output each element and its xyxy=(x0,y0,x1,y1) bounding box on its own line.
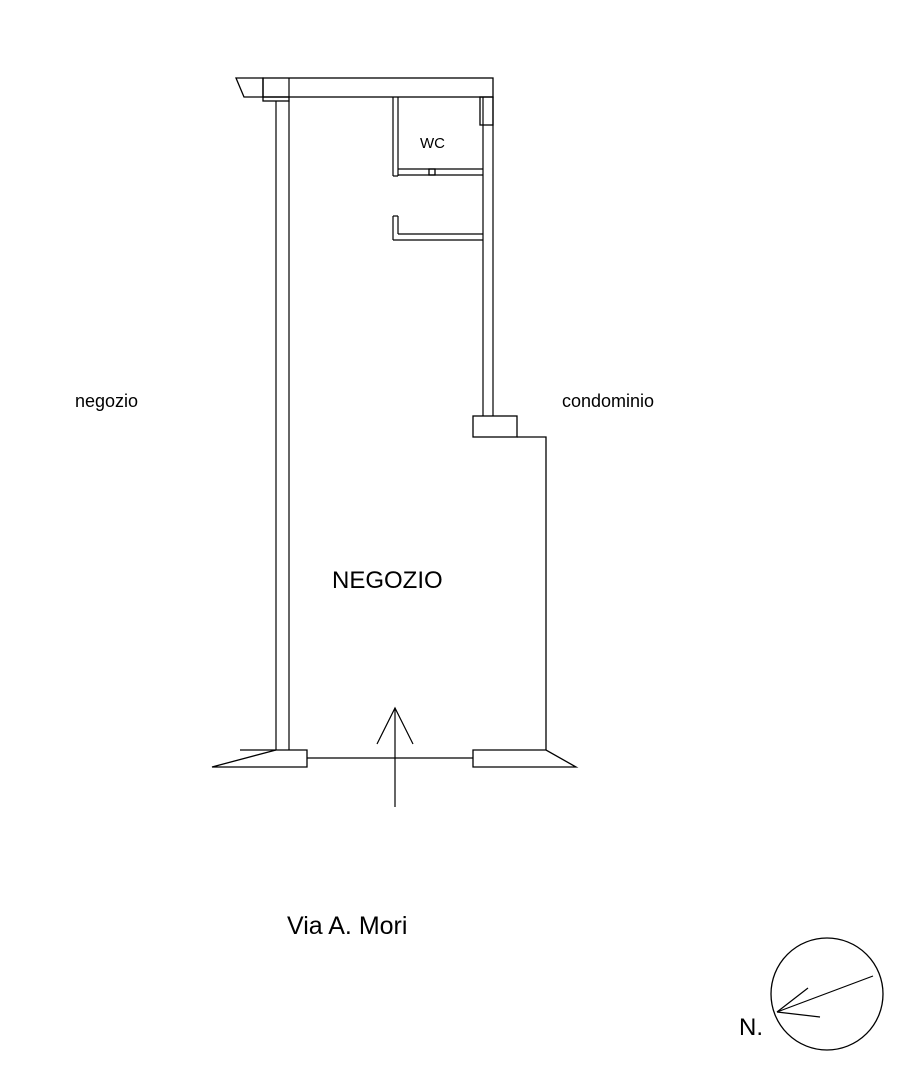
wc-partitions xyxy=(392,97,483,241)
room-label-wc: WC xyxy=(420,135,445,152)
bottom-facade xyxy=(211,749,579,768)
neighbor-label-left: negozio xyxy=(75,391,138,411)
room-label-main: NEGOZIO xyxy=(332,567,443,594)
right-upper-wall xyxy=(472,96,518,438)
left-wall xyxy=(275,101,290,750)
right-lower-wall xyxy=(517,436,547,750)
neighbor-label-right: condominio xyxy=(562,391,654,411)
entrance-arrow xyxy=(376,706,414,807)
top-wall xyxy=(235,77,494,102)
street-label: Via A. Mori xyxy=(287,912,407,940)
north-compass xyxy=(770,937,884,1051)
north-label: N. xyxy=(739,1014,763,1041)
